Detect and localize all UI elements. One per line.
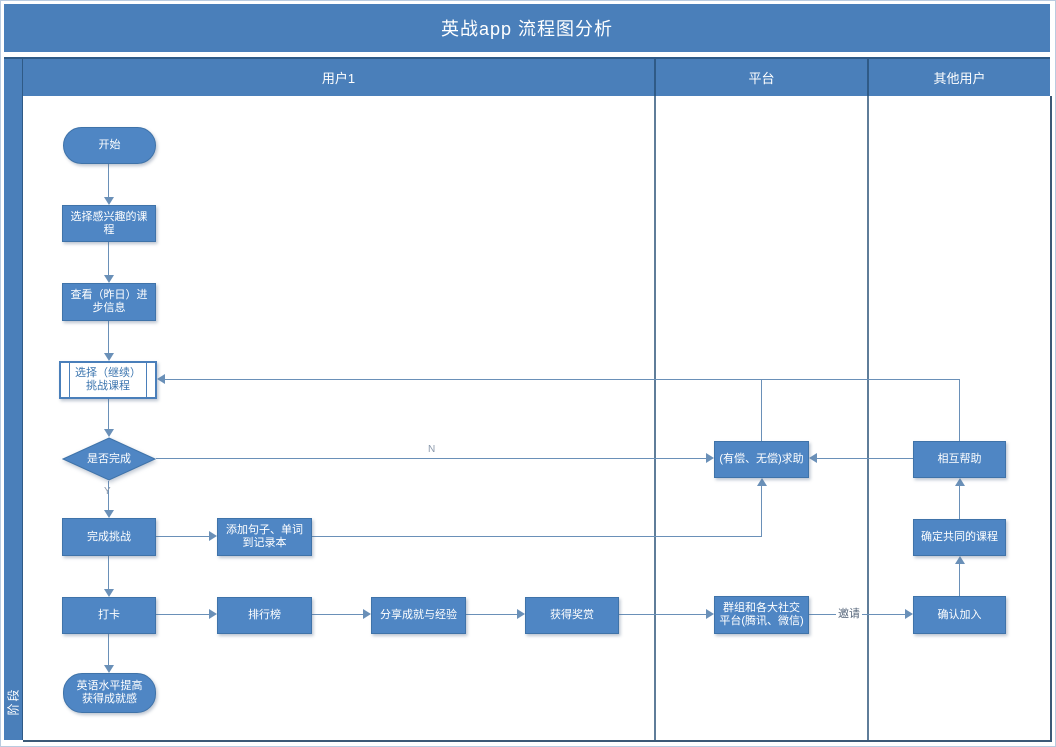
arrowhead: [757, 478, 767, 486]
node-label: 是否完成: [87, 452, 131, 465]
node-leaderboard[interactable]: 排行榜: [217, 597, 312, 634]
arrowhead: [955, 556, 965, 564]
lane-divider: [867, 96, 869, 740]
arrowhead: [104, 589, 114, 597]
edge-feedback-h: [165, 379, 960, 380]
node-is-complete[interactable]: 是否完成: [62, 437, 156, 481]
page-title: 英战app 流程图分析: [440, 19, 614, 39]
title-bar: 英战app 流程图分析: [4, 4, 1050, 52]
node-label: 开始: [98, 139, 121, 151]
edge-common-mutual: [959, 486, 960, 519]
arrowhead: [955, 478, 965, 486]
lane-divider: [654, 96, 656, 740]
lane-separator: [867, 59, 869, 96]
arrowhead: [363, 609, 371, 619]
node-groups[interactable]: 群组和各大社交平台(腾讯、微信): [714, 596, 809, 634]
arrowhead: [104, 353, 114, 361]
edge-notes-help-v: [761, 486, 762, 537]
node-mutual-help[interactable]: 相互帮助: [913, 441, 1006, 478]
node-label: 分享成就与经验: [380, 609, 457, 621]
arrowhead: [209, 609, 217, 619]
edge-confirm-common: [959, 564, 960, 596]
node-help-request[interactable]: (有偿、无偿)求助: [714, 441, 809, 478]
node-label: 确认加入: [937, 608, 982, 621]
edge-choose-view: [108, 242, 109, 275]
node-label: 选择感兴趣的课程: [70, 210, 148, 236]
edge-leaderboard-share: [312, 614, 363, 615]
node-label: 查看（昨日）进步信息: [70, 289, 148, 314]
node-continue-challenge[interactable]: 选择（继续）挑战课程: [59, 361, 157, 399]
node-label: 群组和各大社交平台(腾讯、微信): [719, 602, 804, 627]
node-confirm-join[interactable]: 确认加入: [913, 596, 1006, 634]
edge-checkin-achievement: [108, 634, 109, 665]
arrowhead: [706, 609, 714, 619]
node-label: 打卡: [98, 609, 120, 621]
edge-complete-checkin: [108, 556, 109, 589]
arrowhead: [104, 429, 114, 437]
arrowhead: [209, 531, 217, 541]
node-label: 英语水平提高获得成就感: [76, 680, 143, 705]
node-choose-course[interactable]: 选择感兴趣的课程: [62, 205, 156, 242]
node-add-notes[interactable]: 添加句子、单词到记录本: [217, 518, 312, 556]
lane-label: 用户1: [321, 71, 356, 86]
header-divider: [4, 57, 1050, 59]
node-complete-challenge[interactable]: 完成挑战: [62, 518, 156, 556]
edge-checkin-leaderboard: [156, 614, 209, 615]
node-label: (有偿、无偿)求助: [719, 453, 804, 465]
node-label: 获得奖赏: [550, 609, 594, 621]
node-label: 排行榜: [248, 609, 281, 621]
arrowhead: [104, 510, 114, 518]
edge-continue-decision: [108, 399, 109, 429]
arrowhead: [517, 609, 525, 619]
lane-header-other-users[interactable]: 其他用户: [869, 59, 1050, 96]
lane-label: 平台: [748, 71, 775, 86]
diamond-shape: [62, 437, 156, 481]
node-label: 确定共同的课程: [921, 531, 998, 543]
edge-notes-help-h: [312, 536, 762, 537]
arrowhead: [104, 665, 114, 673]
node-label: 选择（继续）挑战课程: [75, 367, 141, 392]
phase-band[interactable]: 阶段: [4, 59, 23, 740]
edge-label-yes: Y: [104, 486, 111, 497]
arrowhead: [706, 453, 714, 463]
edge-share-reward: [466, 614, 517, 615]
arrowhead: [809, 453, 817, 463]
edge-decision-complete: [108, 481, 109, 510]
edge-reward-groups: [619, 614, 706, 615]
edge-label-invite: 邀请: [836, 605, 862, 621]
edge-mutual-help: [817, 458, 913, 459]
edge-complete-notes: [156, 536, 209, 537]
node-share[interactable]: 分享成就与经验: [371, 597, 466, 634]
lane-separator: [654, 59, 656, 96]
lane-header-user1[interactable]: 用户1: [23, 59, 654, 96]
node-label: 完成挑战: [87, 530, 131, 543]
node-label: 添加句子、单词到记录本: [226, 524, 303, 549]
lane-header-platform[interactable]: 平台: [656, 59, 867, 96]
edge-decision-help: [156, 458, 706, 459]
node-common-course[interactable]: 确定共同的课程: [913, 519, 1006, 556]
node-achievement[interactable]: 英语水平提高获得成就感: [63, 673, 156, 713]
node-label: 相互帮助: [937, 453, 982, 465]
edge-feedback-v-help: [761, 379, 762, 441]
edge-feedback-v-mutual: [959, 379, 960, 441]
edge-start-choose: [108, 164, 109, 197]
edge-label-no: N: [428, 444, 436, 455]
node-start[interactable]: 开始: [63, 127, 156, 164]
phase-band-label: 阶段: [6, 687, 21, 716]
node-reward[interactable]: 获得奖赏: [525, 597, 619, 634]
diagram-body: [23, 96, 1052, 742]
arrowhead: [157, 374, 165, 384]
arrowhead: [104, 275, 114, 283]
arrowhead: [104, 197, 114, 205]
arrowhead: [905, 609, 913, 619]
lane-label: 其他用户: [933, 71, 986, 86]
edge-view-continue: [108, 321, 109, 353]
node-checkin[interactable]: 打卡: [62, 597, 156, 634]
node-view-progress[interactable]: 查看（昨日）进步信息: [62, 283, 156, 321]
